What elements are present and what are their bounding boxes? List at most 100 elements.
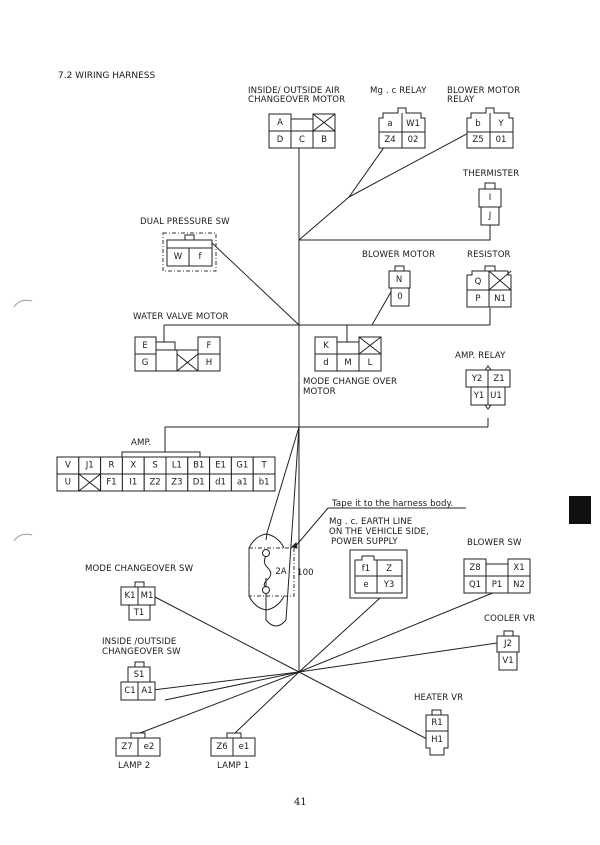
blower-motor-relay-label: BLOWER MOTOR [447, 86, 520, 96]
pin-label: d1 [215, 478, 226, 488]
fuse-label: 100 [297, 568, 314, 578]
inside-outside-air-motor-label-2: CHANGEOVER MOTOR [248, 95, 345, 105]
earth-line-label-3: POWER SUPPLY [331, 537, 398, 547]
pin-label: b [475, 119, 480, 129]
section-title: 7.2 WIRING HARNESS [58, 71, 156, 81]
lamp2-wire [139, 671, 300, 734]
inside-outside-sw-wire-2 [164, 671, 300, 701]
water-valve-motor-connector[interactable]: WATER VALVE MOTOR E F G H [133, 312, 229, 372]
earth-line-label-2: ON THE VEHICLE SIDE, [329, 527, 429, 537]
resistor-label: RESISTOR [467, 250, 511, 260]
pin-label: Q [475, 277, 482, 287]
lamp1-wire [234, 671, 300, 734]
punch-hole-mark [13, 533, 33, 542]
pin-label: e2 [144, 742, 155, 752]
blower-sw-label: BLOWER SW [467, 538, 522, 548]
pin-label: G [142, 358, 149, 368]
pin-label: a1 [237, 478, 248, 488]
pin-label: F [207, 341, 212, 351]
pin-label: Q1 [469, 580, 481, 590]
pin-label: b1 [259, 478, 270, 488]
pin-label: Z3 [171, 478, 182, 488]
pin-label: S [152, 461, 157, 471]
lamp-2-connector[interactable]: Z7 e2 LAMP 2 [115, 732, 161, 771]
earth-line-connector[interactable]: Mg . c. EARTH LINE ON THE VEHICLE SIDE, … [329, 517, 429, 599]
heater-vr-connector[interactable]: HEATER VR R1 H1 [414, 693, 463, 756]
pin-label: V [65, 461, 71, 471]
pin-label: Z4 [384, 135, 395, 145]
pin-label: Z2 [149, 478, 160, 488]
inside-outside-sw-label: INSIDE /OUTSIDE [102, 637, 176, 647]
heater-vr-wire [298, 671, 428, 740]
section-tab-marker [569, 496, 591, 524]
mode-changeover-sw-label: MODE CHANGEOVER SW [85, 564, 194, 574]
dual-pressure-wire [210, 241, 300, 326]
cooler-vr-connector[interactable]: COOLER VR J2 V1 [484, 614, 535, 671]
pin-label: R1 [431, 718, 442, 728]
pin-label: a [387, 119, 392, 129]
blower-sw-connector[interactable]: BLOWER SW Z8 X1 Q1 P1 N2 [463, 538, 531, 594]
punch-hole-mark [13, 299, 33, 308]
pin-label: U1 [490, 391, 502, 401]
fuse-holder[interactable]: 2A 100 Tape it to the harness body. [248, 499, 466, 611]
inside-outside-air-motor-connector[interactable]: INSIDE/ OUTSIDE AIR CHANGEOVER MOTOR A D… [248, 86, 345, 149]
pin-label: L [368, 358, 373, 368]
pin-label: B [321, 135, 327, 145]
pin-label: E [142, 341, 147, 351]
blower-motor-relay-label-2: RELAY [447, 95, 475, 105]
fuse-wire-out [265, 578, 287, 627]
pin-label: S1 [134, 670, 145, 680]
pin-label: Z5 [472, 135, 483, 145]
amp-pin-cell [252, 473, 276, 492]
amp-relay-label: AMP. RELAY [455, 351, 506, 361]
mgc-relay-connector[interactable]: Mg . c RELAY a W1 Z4 02 [370, 86, 427, 149]
pin-label: f [199, 252, 203, 262]
pin-label: T [260, 461, 267, 471]
inside-outside-changeover-sw-connector[interactable]: INSIDE /OUTSIDE CHANGEOVER SW S1 C1 A1 [102, 637, 181, 701]
dual-pressure-sw-connector[interactable]: DUAL PRESSURE SW W f [140, 217, 230, 272]
blower-motor-relay-connector[interactable]: BLOWER MOTOR RELAY b Y Z5 01 [447, 86, 520, 149]
fuse-wire-in [265, 426, 300, 541]
pin-label: e1 [239, 742, 250, 752]
pin-label: C [299, 135, 305, 145]
resistor-connector[interactable]: RESISTOR Q P N1 [466, 250, 512, 308]
thermister-label: THERMISTER [462, 169, 519, 179]
lamp-1-connector[interactable]: Z6 e1 LAMP 1 [210, 732, 256, 771]
blower-motor-connector[interactable]: BLOWER MOTOR N 0 [362, 250, 435, 307]
pin-label: 02 [408, 135, 419, 145]
pin-label: H1 [431, 735, 443, 745]
pin-label: H [206, 358, 212, 368]
earth-line-wire [298, 597, 381, 673]
pin-label: J2 [503, 639, 512, 649]
pin-label: N1 [494, 294, 506, 304]
mode-sw-wire [154, 596, 300, 673]
pin-label: Z6 [216, 742, 227, 752]
pin-label: Y2 [471, 374, 483, 384]
pin-label: Z [386, 564, 392, 574]
pin-label: I [489, 193, 492, 203]
mode-changeover-sw-connector[interactable]: MODE CHANGEOVER SW K1 M1 T1 [85, 564, 194, 621]
pin-label: d [323, 358, 328, 368]
pin-label: P [475, 294, 480, 304]
inside-outside-sw-wire [152, 671, 300, 691]
fuse-rating: 2A [275, 567, 286, 577]
pin-label: N [396, 275, 402, 285]
cooler-vr-wire [298, 642, 498, 673]
pin-label: A1 [141, 686, 152, 696]
pin-label: Y [497, 119, 504, 129]
pin-label: K [323, 341, 329, 351]
cooler-vr-label: COOLER VR [484, 614, 535, 624]
lamp-1-label: LAMP 1 [217, 761, 249, 771]
mode-change-over-motor-connector[interactable]: K d M L MODE CHANGE OVER MOTOR [303, 336, 397, 397]
unused-pin-mark [78, 473, 101, 492]
inside-outside-air-motor-label: INSIDE/ OUTSIDE AIR [248, 86, 340, 96]
pin-label: N2 [513, 580, 525, 590]
blower-motor-wire [371, 289, 393, 326]
amp-relay-connector[interactable]: AMP. RELAY Y2 Z1 Y1 U1 [455, 351, 511, 410]
tape-note: Tape it to the harness body. [331, 499, 453, 509]
mgc-relay-label: Mg . c RELAY [370, 86, 427, 96]
pin-label: J1 [85, 461, 94, 471]
thermister-connector[interactable]: THERMISTER I J [462, 169, 519, 226]
